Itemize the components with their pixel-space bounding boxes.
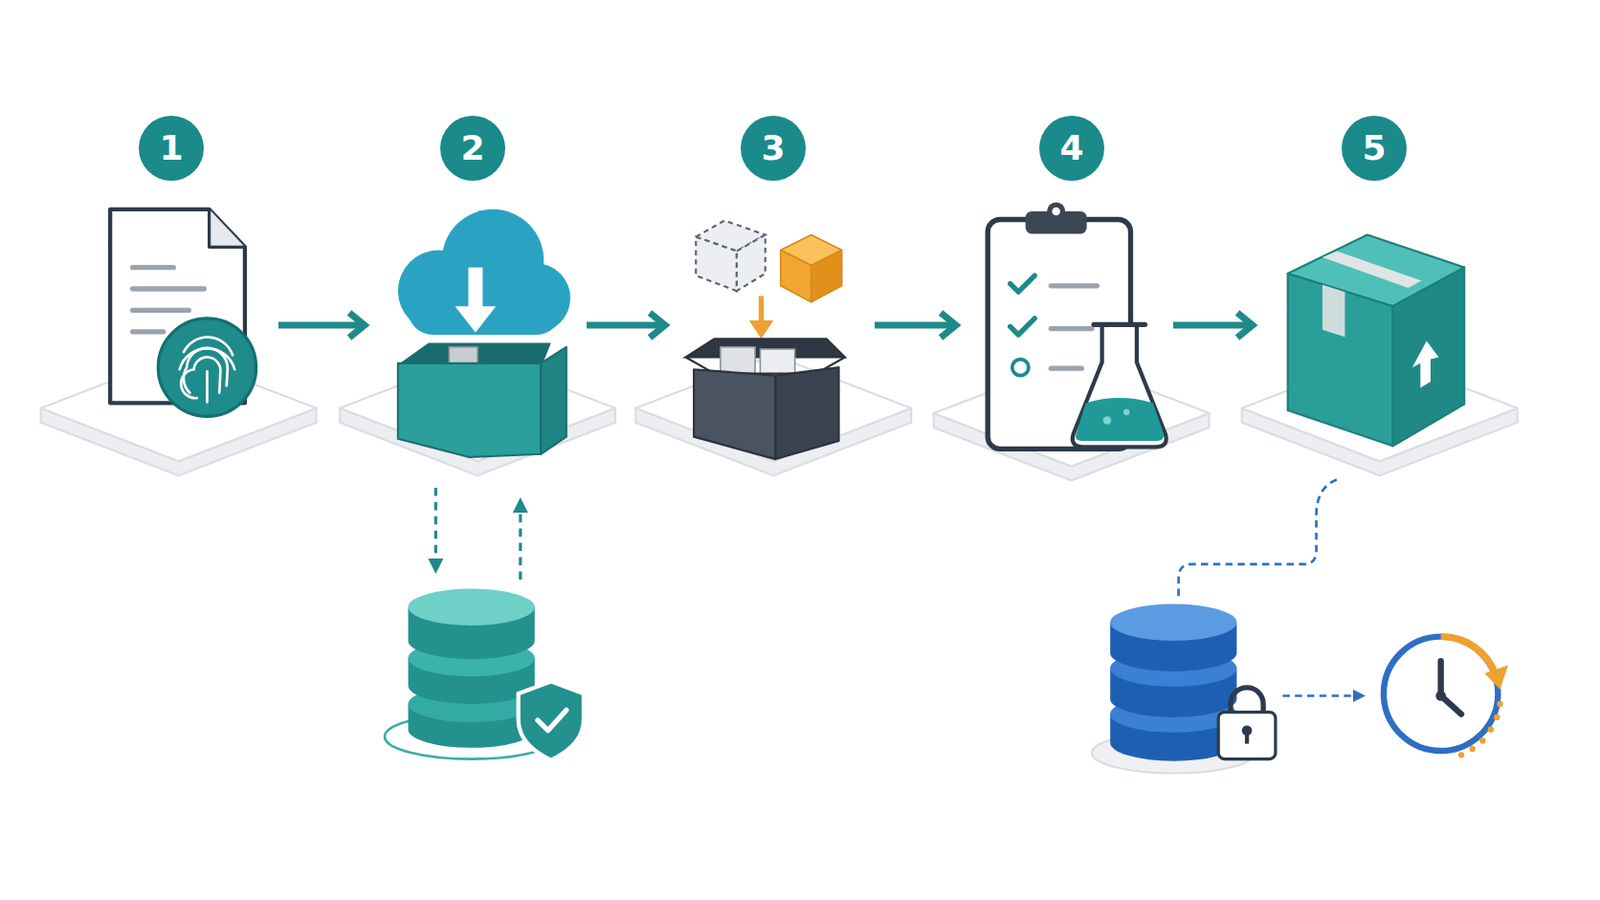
flow-arrow — [874, 312, 956, 338]
arrow-line — [874, 322, 956, 330]
step-number: 5 — [1341, 115, 1407, 181]
arrow-head — [1237, 312, 1253, 338]
step-node: 5 — [1255, 220, 1493, 431]
secure-database — [384, 488, 584, 761]
arrow-head — [649, 312, 666, 338]
arrow-line — [278, 322, 365, 330]
step-node: 3 — [667, 220, 875, 431]
flow-arrow — [278, 312, 365, 338]
arrow-line — [1173, 322, 1253, 330]
flow-arrow — [1173, 312, 1253, 338]
step-node: 2 — [367, 220, 587, 431]
step-number: 4 — [1039, 115, 1105, 181]
step-number: 3 — [740, 115, 806, 181]
package-icon — [1288, 235, 1465, 447]
archive-database — [1091, 479, 1509, 774]
arrow-line — [586, 322, 666, 330]
cloud-download-icon — [398, 209, 571, 458]
document-icon — [110, 209, 256, 417]
step-number: 2 — [440, 115, 506, 181]
assemble-box-icon — [686, 221, 845, 461]
step-node: 4 — [958, 220, 1174, 431]
flow-arrow — [586, 312, 666, 338]
step-node: 1 — [76, 220, 279, 431]
step-number: 1 — [138, 115, 204, 181]
arrow-head — [349, 312, 365, 338]
checklist-icon — [987, 201, 1166, 449]
arrow-head — [940, 312, 956, 338]
